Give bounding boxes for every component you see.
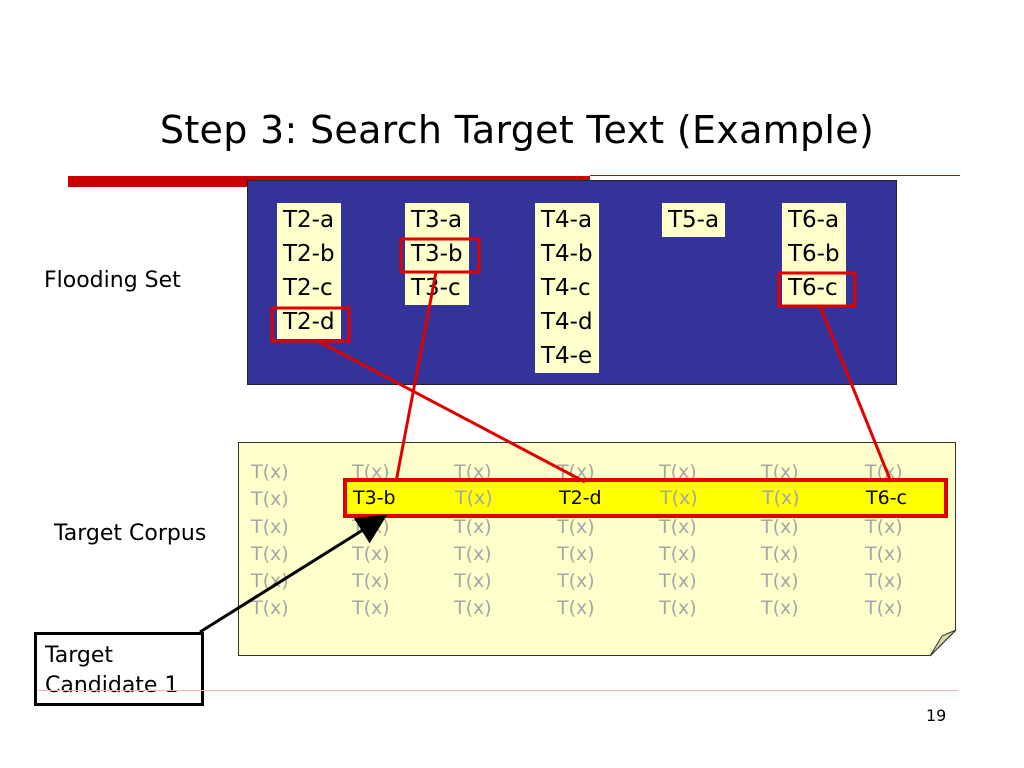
corpus-cell: T(x) xyxy=(557,516,595,538)
flood-column-t5: T5-a xyxy=(662,203,726,237)
corpus-cell: T(x) xyxy=(865,543,903,565)
corpus-cell: T(x) xyxy=(251,597,289,619)
flood-item: T2-a xyxy=(283,207,335,233)
corpus-row: T(x) T(x) T(x) T(x) T(x) T(x) T(x) xyxy=(239,543,939,570)
corpus-cell: T(x) xyxy=(454,543,492,565)
corpus-cell: T(x) xyxy=(454,570,492,592)
corpus-cell: T(x) xyxy=(659,516,697,538)
corpus-cell: T(x) xyxy=(352,597,390,619)
candidate-cell: T2-d xyxy=(559,487,602,509)
flood-item: T2-d xyxy=(283,309,335,335)
corpus-cell: T(x) xyxy=(659,597,697,619)
flood-item: T4-e xyxy=(541,343,593,369)
slide-title: Step 3: Search Target Text (Example) xyxy=(159,108,875,152)
flood-column-t4: T4-a T4-b T4-c T4-d T4-e xyxy=(535,203,599,373)
corpus-cell: T(x) xyxy=(761,570,799,592)
callout-line: Candidate 1 xyxy=(45,673,179,698)
flood-column-t6: T6-a T6-b T6-c xyxy=(782,203,846,305)
flood-item: T2-b xyxy=(283,241,335,267)
flooding-set-label: Flooding Set xyxy=(44,268,181,293)
corpus-row: T(x) T(x) T(x) T(x) T(x) T(x) T(x) xyxy=(239,516,939,543)
corpus-cell: T(x) xyxy=(352,570,390,592)
flood-item: T3-a xyxy=(411,207,463,233)
corpus-row: T(x) T(x) T(x) T(x) T(x) T(x) T(x) xyxy=(239,570,939,597)
flood-item: T4-d xyxy=(541,309,593,335)
candidate-cell: T3-b xyxy=(353,487,396,509)
corpus-cell: T(x) xyxy=(659,461,697,483)
corpus-cell: T(x) xyxy=(557,570,595,592)
corpus-cell: T(x) xyxy=(659,570,697,592)
corpus-cell: T(x) xyxy=(251,488,289,510)
candidate-cell: T(x) xyxy=(660,487,698,509)
flood-item: T2-c xyxy=(283,275,333,301)
corpus-cell: T(x) xyxy=(454,597,492,619)
flood-column-t2: T2-a T2-b T2-c T2-d xyxy=(277,203,341,339)
flood-item: T4-a xyxy=(541,207,593,233)
corpus-cell: T(x) xyxy=(761,461,799,483)
flood-item: T4-c xyxy=(541,275,591,301)
flood-item: T6-a xyxy=(788,207,840,233)
corpus-cell: T(x) xyxy=(352,543,390,565)
corpus-cell: T(x) xyxy=(251,543,289,565)
corpus-cell: T(x) xyxy=(865,516,903,538)
candidate-cell: T(x) xyxy=(455,487,493,509)
corpus-cell: T(x) xyxy=(352,516,390,538)
corpus-cell: T(x) xyxy=(251,516,289,538)
corpus-cell: T(x) xyxy=(557,543,595,565)
corpus-cell: T(x) xyxy=(865,597,903,619)
flood-column-t3: T3-a T3-b T3-c xyxy=(405,203,469,305)
flood-item: T5-a xyxy=(668,207,720,233)
flood-item: T6-c xyxy=(788,275,838,301)
flood-item: T3-b xyxy=(411,241,463,267)
page-number: 19 xyxy=(926,706,947,725)
flood-item: T6-b xyxy=(788,241,840,267)
corpus-cell: T(x) xyxy=(761,543,799,565)
corpus-cell: T(x) xyxy=(761,516,799,538)
candidate-cell: T6-c xyxy=(866,487,907,509)
corpus-cell: T(x) xyxy=(557,597,595,619)
flood-item: T4-b xyxy=(541,241,593,267)
target-candidate-row: T3-b T(x) T2-d T(x) T(x) T6-c xyxy=(343,478,948,518)
target-corpus-panel: T(x)T(x)T(x)T(x)T(x)T(x)T(x)T(x)T(x)T(x)… xyxy=(238,442,956,656)
target-corpus-label: Target Corpus xyxy=(54,521,207,546)
candidate-cell: T(x) xyxy=(762,487,800,509)
corpus-cell: T(x) xyxy=(761,597,799,619)
footer-rule xyxy=(38,690,958,691)
corpus-row: T(x) T(x) T(x) T(x) T(x) T(x) T(x) xyxy=(239,597,939,624)
callout-line: Target xyxy=(45,643,114,668)
corpus-cell: T(x) xyxy=(251,461,289,483)
corpus-cell: T(x) xyxy=(251,570,289,592)
corpus-cell: T(x) xyxy=(659,543,697,565)
target-candidate-callout: Target Candidate 1 xyxy=(34,632,204,706)
flooding-set-panel: T2-a T2-b T2-c T2-d T3-a T3-b T3-c T4-a … xyxy=(247,180,897,385)
corpus-cell: T(x) xyxy=(454,516,492,538)
corpus-cell: T(x) xyxy=(865,570,903,592)
title-underline-thin xyxy=(590,175,960,176)
flood-item: T3-c xyxy=(411,275,461,301)
